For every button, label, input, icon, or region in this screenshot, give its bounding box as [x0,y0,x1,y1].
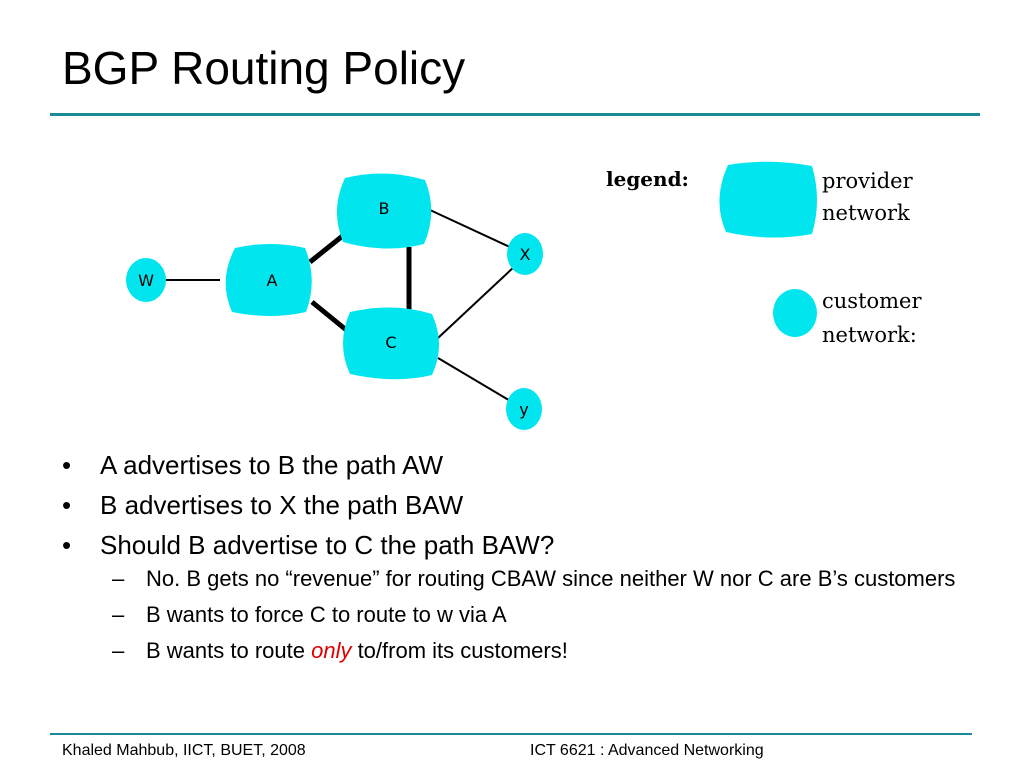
bullet-text: Should B advertise to C the path BAW? [100,530,555,560]
sub-bullet-marker: – [112,602,125,627]
bullet-item: • A advertises to B the path AW [62,450,962,480]
node-b [336,173,432,249]
link-c-y [437,357,513,403]
sub-bullet-text: No. B gets no “revenue” for routing CBAW… [146,566,956,591]
sub-bullet-text-pre: B wants to route [146,638,312,663]
sub-bullet-text: B wants to route only to/from its custom… [146,638,568,664]
legend-customer-swatch [773,289,817,337]
network-diagram: W A B C X y legend: provider network cus… [126,161,922,430]
node-a [225,244,312,316]
legend-provider-line1: provider [822,169,914,193]
label-a: A [267,271,278,290]
bullet-list: • A advertises to B the path AW • B adve… [62,450,962,674]
label-w: W [138,271,154,290]
legend-provider-line2: network [822,201,910,225]
legend-customer-line2: network: [822,323,917,347]
bullet-marker: • [62,490,72,520]
title-divider [50,113,980,116]
emphasis-only: only [311,638,352,663]
bullet-item: • B advertises to X the path BAW [62,490,962,520]
sub-bullet-item: – No. B gets no “revenue” for routing CB… [112,566,962,592]
sub-bullet-text: B wants to force C to route to w via A [146,602,507,627]
bullet-marker: • [62,450,72,480]
footer-divider [50,733,972,735]
link-b-x [429,209,513,249]
sub-bullet-item: – B wants to route only to/from its cust… [112,638,962,664]
link-c-x [437,265,516,339]
link-a-c [310,300,352,335]
node-w [126,258,166,302]
slide-title: BGP Routing Policy [62,42,466,94]
label-b: B [379,199,390,218]
sub-bullet-item: – B wants to force C to route to w via A [112,602,962,628]
legend-provider-swatch [719,161,817,238]
bullet-marker: • [62,530,72,560]
label-y: y [519,400,528,419]
node-y [506,388,542,430]
bullet-text: B advertises to X the path BAW [100,490,464,520]
label-x: X [520,245,531,264]
sub-bullet-marker: – [112,638,125,663]
node-c [343,307,439,380]
footer-author: Khaled Mahbub, IICT, BUET, 2008 [62,742,306,759]
label-c: C [385,333,396,352]
node-x [507,233,543,275]
bullet-text: A advertises to B the path AW [100,450,444,480]
legend-title: legend: [606,167,689,191]
sub-bullet-text-post: to/from its customers! [351,638,568,663]
legend-customer-line1: customer [822,289,922,313]
bullet-item: • Should B advertise to C the path BAW? [62,530,962,560]
footer-course: ICT 6621 : Advanced Networking [530,742,764,759]
sub-bullet-marker: – [112,566,125,591]
